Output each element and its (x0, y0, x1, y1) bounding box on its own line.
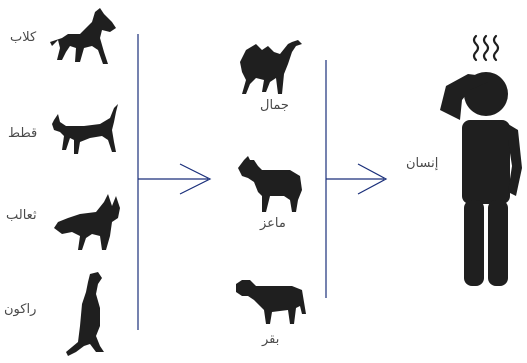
meerkat-icon (66, 272, 104, 356)
label-goats: ماعز (260, 216, 286, 231)
camel-icon (240, 40, 302, 94)
cow-icon (236, 280, 306, 324)
label-cows: بقر (262, 332, 280, 347)
label-camels: جمال (260, 98, 289, 113)
arrowhead-right (357, 163, 388, 195)
sick-person-icon (440, 34, 522, 286)
fox-icon (54, 194, 120, 250)
cat-icon (52, 104, 118, 154)
label-human: إنسان (406, 156, 439, 171)
label-foxes: ثعالب (6, 208, 37, 223)
label-cats: قطط (8, 126, 38, 141)
dog-icon (50, 8, 116, 64)
label-raccoons: راكون (4, 302, 37, 317)
goat-icon (238, 156, 302, 212)
label-dogs: كلاب (10, 30, 37, 45)
arrowhead-left (179, 163, 212, 195)
